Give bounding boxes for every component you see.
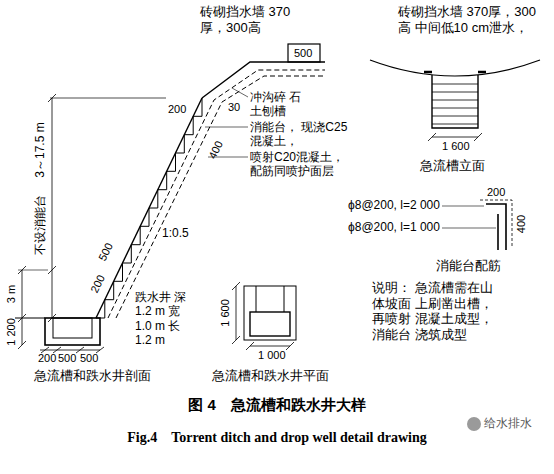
view-title: 急流槽和跌水井平面 (212, 368, 329, 384)
note: 消能台， 现浇C25混凝土， (250, 120, 355, 149)
tick (48, 94, 56, 322)
note: 冲沟碎 石土刨槽 (250, 90, 312, 119)
wall-note: 砖砌挡水墙 370厚，300高 (200, 4, 312, 35)
channel-wall (256, 286, 257, 312)
drop-well (45, 318, 100, 345)
dimension: 3～17.5 m (33, 122, 47, 177)
ground-line (15, 318, 45, 319)
dimension: 500 (58, 352, 76, 365)
leader-line (442, 206, 484, 207)
explanation-note: 说明： 急流槽需在山体坡面 上刷凿出槽，再喷射 混凝土成型，消能台 浇筑成型 (372, 280, 504, 342)
section-view (15, 44, 325, 353)
watermark-icon (467, 417, 481, 431)
plan-well (250, 312, 290, 336)
ground-curve (370, 60, 540, 76)
dimension: 200 (38, 352, 56, 365)
dashed-line (116, 76, 325, 318)
note: 不设消能台 (33, 195, 47, 255)
dimension: 200 (487, 186, 505, 199)
slope-ratio: 1:0.5 (162, 226, 189, 240)
leader-line (205, 127, 248, 128)
rebar-note: ϕ8@200, l=1 000 (348, 220, 440, 234)
dimension: 1 200 (5, 318, 18, 346)
rebar (486, 204, 506, 250)
tick (428, 133, 482, 141)
dimension: 1 600 (442, 140, 470, 153)
dimension-line (52, 98, 53, 318)
dashed-line (108, 70, 325, 318)
dimension: 500 (80, 352, 98, 365)
dimension-line (432, 137, 478, 138)
view-title: 急流槽立面 (420, 158, 485, 174)
channel-wall (284, 286, 285, 312)
dimension: 400 (206, 139, 226, 161)
rebar-note: ϕ8@200, l=2 000 (348, 198, 440, 212)
steps (96, 98, 202, 318)
leader-line (442, 228, 496, 229)
plan-outline (244, 286, 296, 340)
view-title: 消能台配筋 (436, 258, 501, 274)
view-title: 急流槽和跌水井剖面 (34, 368, 151, 384)
dimension: 200 (88, 273, 108, 295)
well-inner (53, 318, 92, 338)
tick (246, 342, 294, 350)
dimension-line (22, 270, 23, 345)
watermark-icon (467, 417, 481, 431)
dimension: 1 000 (258, 349, 286, 362)
leader-line (232, 88, 248, 97)
dimension: 500 (294, 47, 312, 60)
rebar-view (442, 200, 512, 250)
wall-note: 砖砌挡水墙 370厚，300高 中间低10 cm泄水， (398, 4, 548, 35)
plan-view (232, 282, 296, 350)
steps (432, 84, 478, 124)
water-wall (288, 44, 320, 62)
dimension: 30 (228, 101, 240, 114)
well-note: 跌水井 深1.2 m 宽1.0 m 长1.2 m (135, 290, 191, 348)
water-wall (424, 71, 486, 74)
elevation-view (370, 60, 540, 141)
dimension: 3 m (5, 285, 18, 303)
dimension-line (40, 350, 100, 351)
watermark: 给水排水 (484, 416, 532, 430)
tick (18, 266, 26, 349)
dimension: 200 (168, 103, 186, 116)
dimension: 1 600 (219, 299, 232, 327)
tick (232, 282, 240, 344)
rebar (497, 214, 499, 250)
extension-line (18, 270, 48, 271)
dimension: 500 (96, 241, 116, 263)
note: 喷射C20混凝土， 配筋同喷护面层 (250, 150, 355, 179)
step-outline (480, 200, 512, 248)
caption: 图 4 急流槽和跌水井大样 (188, 396, 366, 414)
channel (432, 75, 478, 128)
caption-english: Fig.4 Torrent ditch and drop well detail… (127, 430, 427, 447)
channel-line (96, 98, 202, 318)
dimension: 400 (515, 215, 528, 233)
dimension-line (250, 346, 290, 347)
dimension-line (236, 286, 237, 340)
extension-line (50, 98, 166, 99)
